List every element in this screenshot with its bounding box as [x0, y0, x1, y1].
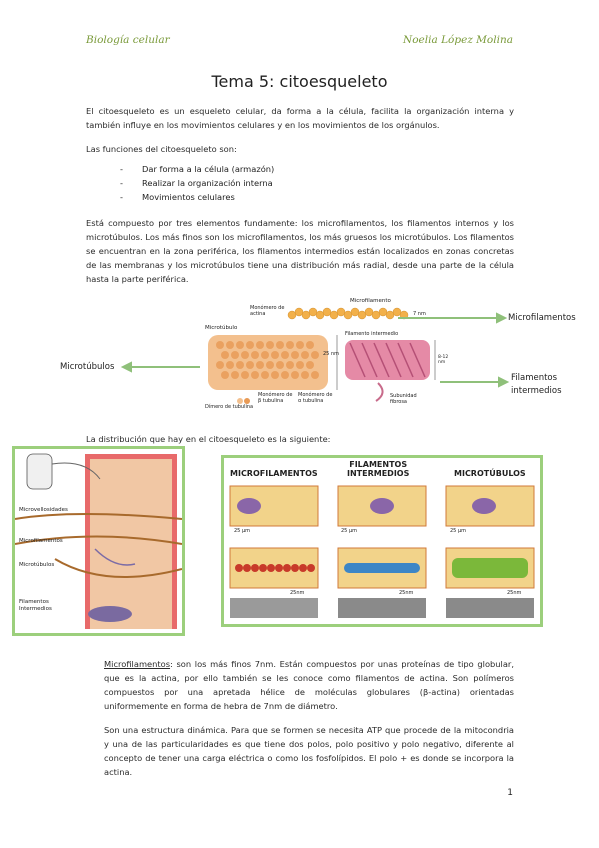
cell-panel-1 [229, 485, 319, 527]
functions-intro: Las funciones del citoesqueleto son: [86, 144, 237, 154]
cytoskeleton-structure-figure: Monómero de actina Microfilamento 7 nm M… [200, 295, 455, 410]
dimer-dot-alpha [244, 398, 250, 404]
filament-panels [229, 485, 535, 618]
list-item: Realizar la organización interna [120, 176, 274, 190]
callout-intermedios-line1: Filamentos [511, 373, 558, 383]
filament-stripes [349, 342, 426, 378]
filament-types-figure: MICROFILAMENTOS FILAMENTOS INTERMEDIOS M… [221, 455, 543, 627]
nucleus-1 [237, 498, 261, 514]
intermediate-zoom [344, 563, 420, 573]
col-intermedios-title: FILAMENTOS INTERMEDIOS [347, 460, 409, 478]
label-microtubulos: Microtúbulos [19, 562, 55, 568]
actin-zoom [235, 564, 315, 572]
scale-nm-1: 25nm [290, 590, 305, 596]
micrograph-1 [230, 598, 318, 618]
label-microfilamentos: Microfilamentos [19, 538, 63, 544]
callout-filamentos-intermedios: Filamentos intermedios [511, 372, 562, 398]
micrograph-2 [338, 598, 426, 618]
col-microtubulos-title: MICROTÚBULOS [454, 469, 526, 478]
callout-microfilamentos: Microfilamentos [508, 313, 576, 323]
label-dimero-tubulina: Dímero de tubulina [205, 404, 254, 410]
tubulin-dots [216, 341, 319, 379]
distribution-intro: La distribución que hay en el citoesquel… [86, 434, 331, 444]
callout-microtubulos: Microtúbulos [60, 362, 115, 372]
label-filamentos-intermedios: Filamentos Intermedios [19, 599, 52, 613]
organelle-shape [88, 606, 132, 622]
composition-paragraph: Está compuesto por tres elementos fundam… [86, 218, 514, 284]
label-7nm: 7 nm [413, 311, 426, 317]
scale-nm-3: 25nm [507, 590, 522, 596]
arrowhead-microtubulos [120, 361, 132, 373]
label-microfilamento: Microfilamento [350, 298, 391, 304]
scale-um-3: 25 μm [450, 528, 467, 534]
label-filamentos-line2: Intermedios [19, 606, 52, 612]
intro-paragraph: El citoesqueleto es un esqueleto celular… [86, 106, 514, 130]
col-microfilamentos-title: MICROFILAMENTOS [230, 469, 318, 478]
label-25nm: 25 nm [323, 351, 339, 357]
inset-pointer [51, 462, 101, 480]
arrowhead-filamentos-intermedios [498, 376, 510, 388]
scale-um-1: 25 μm [234, 528, 251, 534]
label-subunidad-fibrosa: Subunidad fibrosa [390, 393, 417, 405]
cell-distribution-figure: Microvellosidades Microfilamentos Microt… [12, 446, 185, 636]
cell-illustration [15, 453, 182, 629]
dimer-dot-beta [237, 398, 243, 404]
label-alfa-tubulina: Monómero de α tubulina [298, 392, 333, 404]
header-subject: Biología celular [86, 34, 170, 46]
cell-interior-shape [90, 459, 172, 629]
scale-nm-2: 25nm [399, 590, 414, 596]
label-microvellosidades: Microvellosidades [19, 507, 68, 513]
micrograph-3 [446, 598, 534, 618]
microtubule-zoom [452, 558, 528, 578]
page-title: Tema 5: citoesqueleto [211, 72, 388, 91]
label-monomero-actina: Monómero de actina [250, 305, 285, 317]
page-number: 1 [507, 788, 513, 798]
figure-illustration [208, 307, 436, 404]
list-item: Movimientos celulares [120, 190, 274, 204]
nucleus-2 [370, 498, 394, 514]
dynamic-paragraph: Son una estructura dinámica. Para que se… [104, 725, 514, 777]
arrowhead-microfilamentos [496, 312, 508, 324]
microfilament-lines [15, 513, 182, 578]
microfilamentos-text: : son los más finos 7nm. Están compuesto… [104, 659, 514, 711]
intermediate-filament-shape [345, 340, 430, 380]
microvilli-inset [26, 453, 53, 490]
label-beta-tubulina: Monómero de β tubulina [258, 392, 293, 404]
intermediate-lines [94, 548, 136, 566]
list-item: Dar forma a la célula (armazón) [120, 162, 274, 176]
callout-intermedios-line2: intermedios [511, 386, 562, 396]
col-intermedios-line1: FILAMENTOS [349, 460, 408, 469]
header-author: Noelia López Molina [403, 34, 513, 46]
nucleus-3 [472, 498, 496, 514]
label-filamento-intermedio: Filamento intermedio [345, 331, 399, 337]
actin-chain [287, 307, 409, 320]
scale-um-2: 25 μm [341, 528, 358, 534]
label-8-12nm: 8-12 nm [438, 355, 449, 365]
microfilamentos-heading: Microfilamentos [104, 659, 171, 669]
fibrous-subunit-shape [375, 382, 384, 402]
microfilamentos-paragraph: Microfilamentos: son los más finos 7nm. … [104, 657, 514, 713]
functions-list: Dar forma a la célula (armazón) Realizar… [120, 162, 274, 204]
label-filamentos-line1: Filamentos [19, 599, 49, 605]
col-intermedios-line2: INTERMEDIOS [347, 469, 410, 478]
label-microtubulo: Microtúbulo [205, 325, 238, 331]
